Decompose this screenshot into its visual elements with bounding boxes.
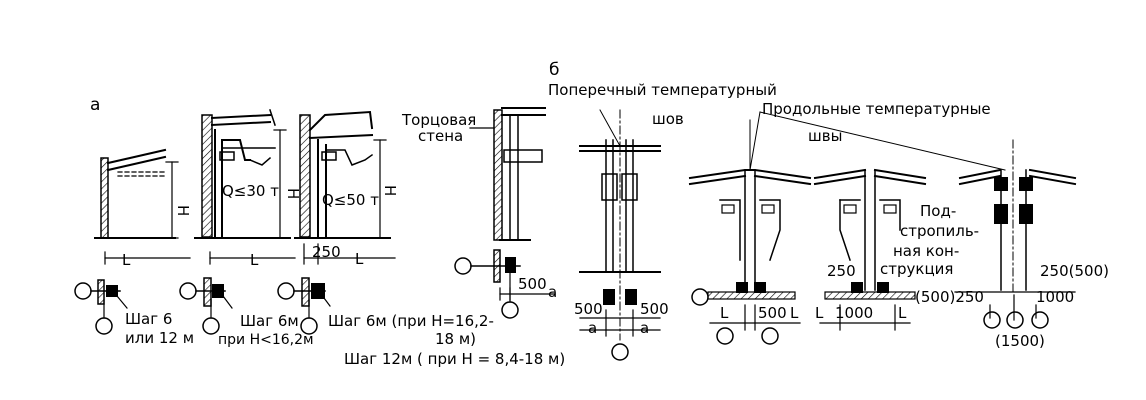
transverse-joint-section bbox=[579, 109, 661, 341]
long3-dim-bottom: (1500) bbox=[995, 332, 1045, 350]
frame3-offset: 250 bbox=[312, 243, 341, 261]
transverse-a-left: а bbox=[588, 319, 597, 337]
frame3-height: Н bbox=[381, 185, 399, 196]
frame2-span: L bbox=[250, 251, 259, 269]
long1-right-span: L bbox=[790, 304, 799, 322]
part-a-label: а bbox=[90, 95, 100, 115]
long1-dim: 500 bbox=[758, 304, 787, 322]
frame2-pitch-2: при Н<16,2м bbox=[218, 332, 314, 348]
long3-dim-right: 1000 bbox=[1036, 288, 1074, 306]
longitudinal-joint-2 bbox=[813, 168, 927, 331]
frame-2-plan bbox=[179, 277, 233, 335]
long2-offset: 250 bbox=[827, 262, 856, 280]
long3-dim-left: (500)250 bbox=[915, 288, 984, 306]
transverse-joint-plan bbox=[579, 289, 661, 361]
frame3-pitch-3: Шаг 12м ( при Н = 8,4-18 м) bbox=[344, 350, 565, 368]
callout-lines bbox=[749, 111, 1006, 171]
longitudinal-joint-1 bbox=[688, 119, 812, 345]
longitudinal-joints-label-1: Продольные температурные bbox=[762, 100, 991, 118]
frame1-pitch-2: или 12 м bbox=[125, 329, 194, 347]
long3-note-2: стропиль- bbox=[900, 222, 979, 240]
longitudinal-joint-3 bbox=[954, 139, 1077, 329]
long1-left-span: L bbox=[720, 304, 729, 322]
frame1-span: L bbox=[122, 251, 131, 269]
transverse-joint-label-1: Поперечный температурный bbox=[548, 81, 777, 99]
long3-note-4: струкция bbox=[880, 260, 953, 278]
end-wall-plan bbox=[454, 249, 556, 319]
end-wall-label-2: стена bbox=[418, 127, 463, 145]
long2-dim: 1000 bbox=[835, 304, 873, 322]
end-wall-dim: 500 bbox=[518, 275, 547, 293]
part-b-label: б bbox=[549, 60, 559, 80]
frame-3-plan bbox=[277, 277, 331, 335]
frame1-height: Н bbox=[174, 205, 192, 216]
frame1-pitch-1: Шаг 6 bbox=[125, 310, 172, 328]
frame-2-section bbox=[194, 109, 296, 265]
long3-note-1: Под- bbox=[920, 202, 956, 220]
frame3-pitch-1: Шаг 6м (при Н=16,2- bbox=[328, 312, 494, 330]
long3-note-3: ная кон- bbox=[893, 242, 959, 260]
transverse-joint-label-2: шов bbox=[652, 110, 684, 128]
frame2-height: Н bbox=[284, 188, 302, 199]
frame3-pitch-2: 18 м) bbox=[435, 330, 476, 348]
frame2-crane: Q≤30 т bbox=[222, 182, 279, 200]
frame3-span: L bbox=[355, 250, 364, 268]
end-wall-label-1: Торцовая bbox=[401, 111, 476, 129]
end-wall-section bbox=[469, 107, 546, 241]
long2-left-span: L bbox=[815, 304, 824, 322]
long2-right-span: L bbox=[898, 304, 907, 322]
frame2-pitch-1: Шаг 6м bbox=[240, 312, 299, 330]
long3-dim-top: 250(500) bbox=[1040, 262, 1109, 280]
frame-1-section bbox=[94, 148, 191, 265]
frame-1-plan bbox=[74, 279, 128, 335]
end-wall-a: а bbox=[548, 283, 557, 301]
frame3-crane: Q≤50 т bbox=[322, 191, 379, 209]
transverse-a-right: а bbox=[640, 319, 649, 337]
transverse-dim-left: 500 bbox=[574, 300, 603, 318]
longitudinal-joints-label-2: швы bbox=[808, 127, 842, 145]
transverse-dim-right: 500 bbox=[640, 300, 669, 318]
frame-3-section bbox=[294, 110, 396, 265]
